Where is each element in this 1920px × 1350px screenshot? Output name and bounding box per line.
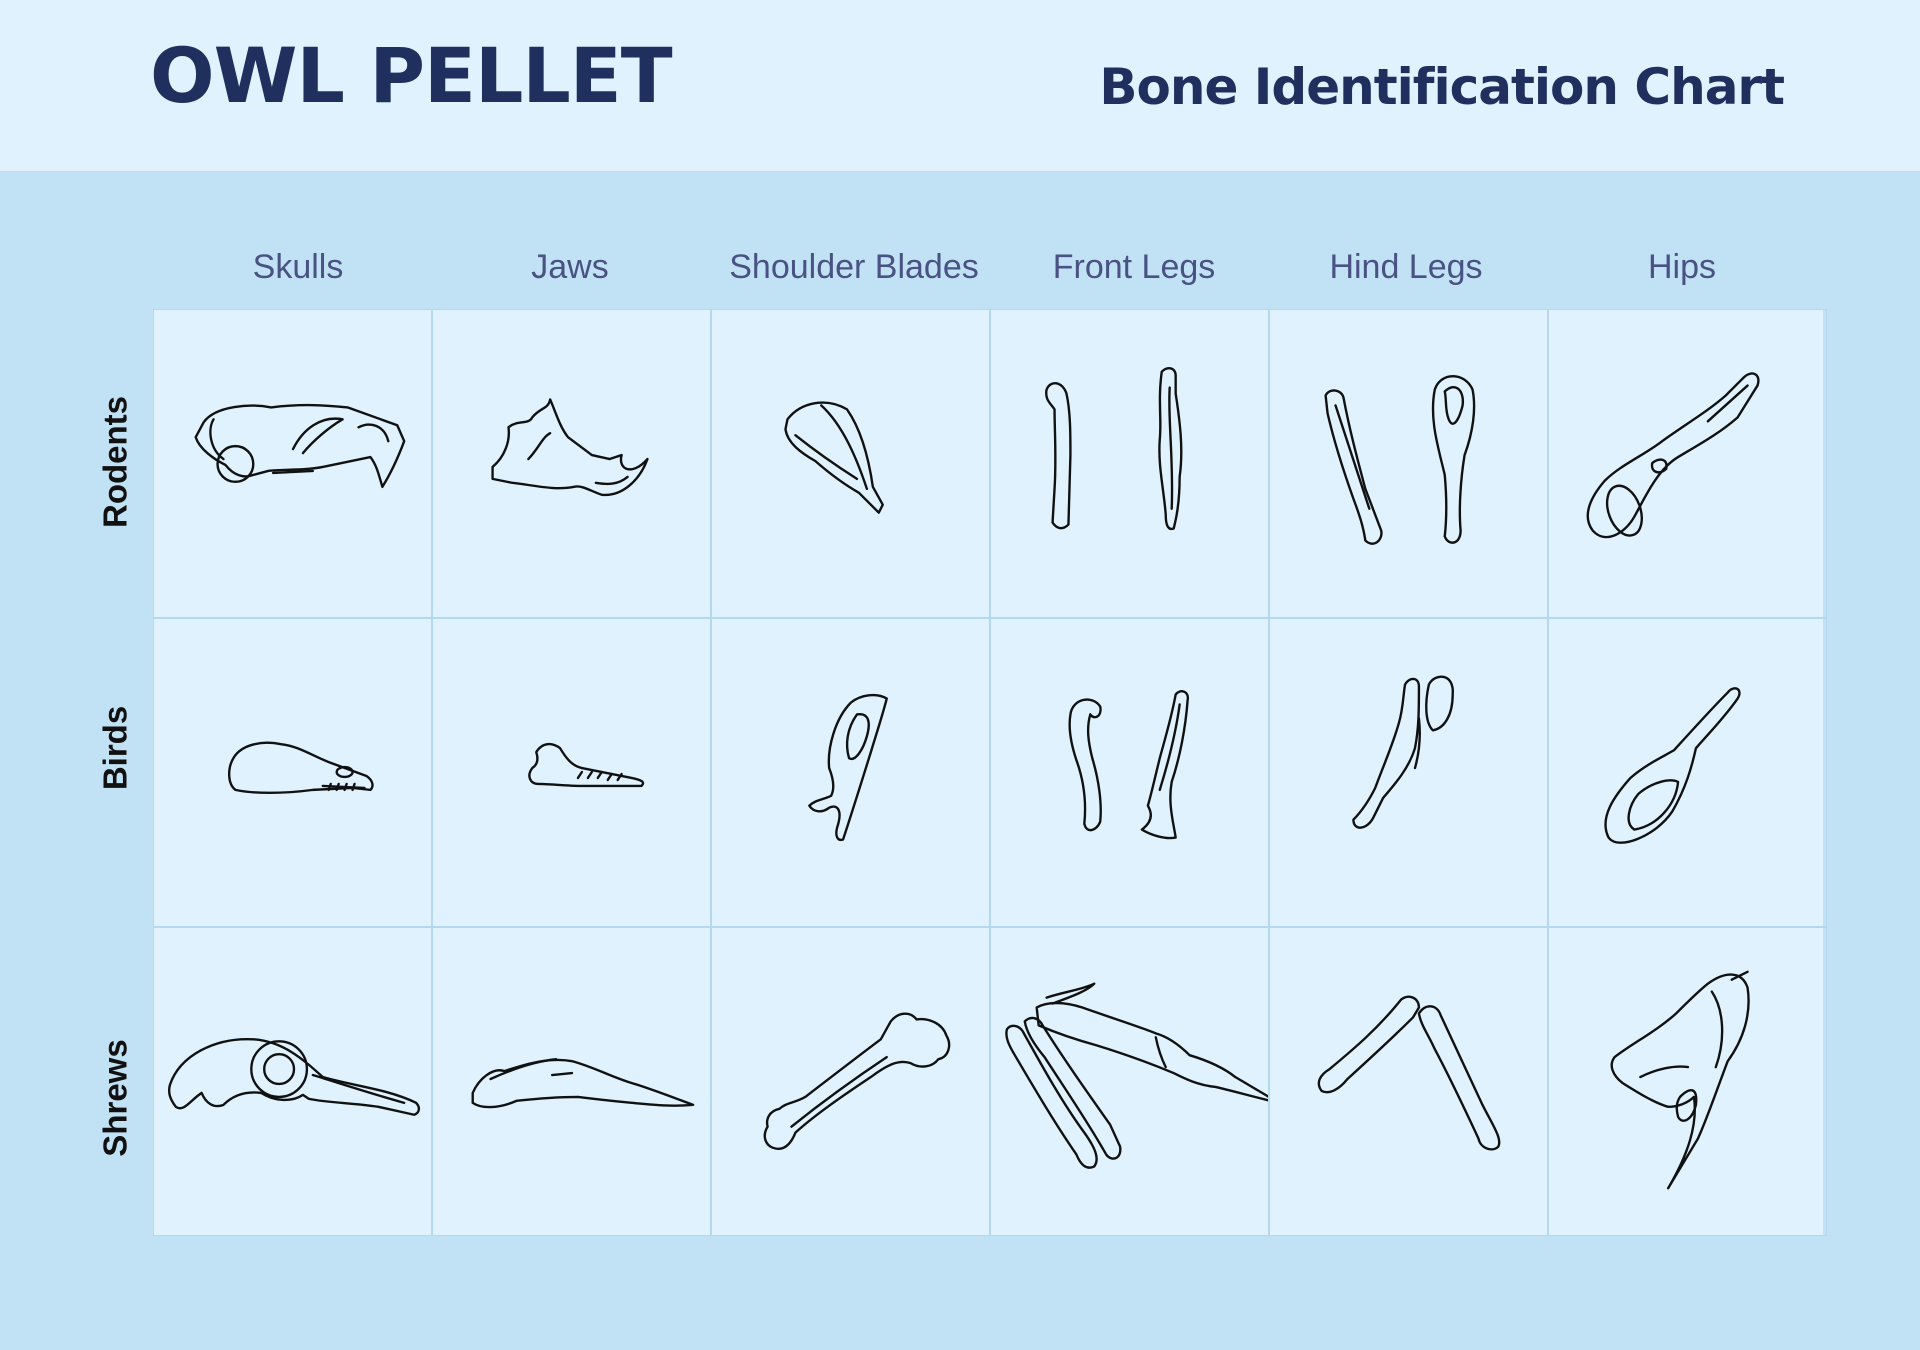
shrew-hind-legs-drawing — [1317, 995, 1501, 1151]
cell-shrews-hips — [1548, 927, 1827, 1236]
bird-front-legs-drawing — [1068, 690, 1189, 840]
bird-hips-drawing — [1604, 687, 1741, 844]
cell-birds-shoulder-blade — [711, 618, 990, 927]
column-header-skulls: Skulls — [252, 248, 344, 286]
page-title: OWL PELLET — [150, 31, 673, 120]
cell-shrews-jaw — [432, 927, 711, 1236]
column-header-shoulder-blades: Shoulder Blades — [729, 248, 979, 286]
bone-grid — [153, 309, 1827, 1236]
cell-shrews-skull — [153, 927, 432, 1236]
cell-shrews-front-legs — [990, 927, 1269, 1236]
shrew-front-legs-drawing — [1005, 982, 1268, 1169]
cell-birds-hips — [1548, 618, 1827, 927]
rodent-hips-drawing — [1586, 372, 1760, 539]
cell-rodents-skull — [153, 309, 432, 618]
cell-rodents-front-legs — [990, 309, 1269, 618]
cell-rodents-shoulder-blade — [711, 309, 990, 618]
cell-shrews-hind-legs — [1269, 927, 1548, 1236]
cell-birds-front-legs — [990, 618, 1269, 927]
header-band: OWL PELLET Bone Identification Chart — [0, 0, 1920, 171]
shrew-hips-drawing — [1610, 970, 1750, 1190]
bird-hind-legs-drawing — [1352, 675, 1454, 829]
cell-rodents-jaw — [432, 309, 711, 618]
cell-rodents-hips — [1548, 309, 1827, 618]
page-subtitle: Bone Identification Chart — [1099, 58, 1785, 116]
cell-birds-hind-legs — [1269, 618, 1548, 927]
column-header-jaws: Jaws — [531, 248, 609, 286]
bird-jaw-drawing — [528, 743, 645, 788]
rodent-shoulder-blade-drawing — [784, 401, 884, 514]
rodent-front-legs-drawing — [1045, 367, 1183, 531]
cell-birds-skull — [153, 618, 432, 927]
bird-shoulder-blade-drawing — [808, 693, 888, 842]
cell-shrews-shoulder-blade — [711, 927, 990, 1236]
shrew-jaw-drawing — [471, 1057, 695, 1109]
column-header-hips: Hips — [1647, 248, 1717, 286]
cell-rodents-hind-legs — [1269, 309, 1548, 618]
shrew-skull-drawing — [167, 1038, 421, 1116]
shrew-shoulder-blade-drawing — [763, 1012, 951, 1150]
rodent-hind-legs-drawing — [1324, 374, 1476, 545]
rodent-skull-drawing — [194, 403, 406, 489]
rodent-jaw-drawing — [491, 398, 649, 496]
bird-skull-drawing — [228, 741, 374, 795]
column-header-hind-legs: Hind Legs — [1329, 248, 1483, 286]
cell-birds-jaw — [432, 618, 711, 927]
column-header-front-legs: Front Legs — [1052, 248, 1216, 286]
